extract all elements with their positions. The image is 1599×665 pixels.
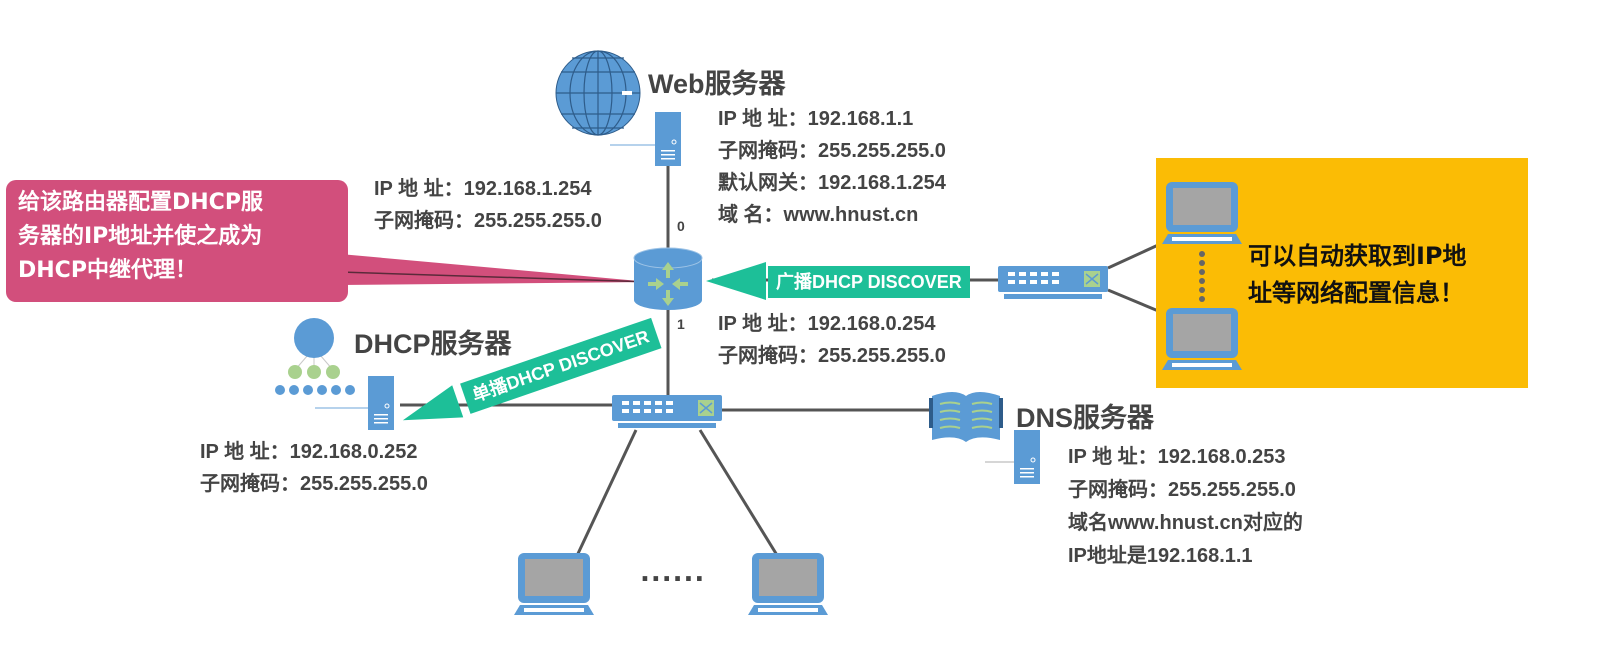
- router-port0-info: IP 地 址：192.168.1.254 子网掩码：255.255.255.0: [374, 173, 602, 237]
- dns-server-title: DNS服务器: [1016, 403, 1155, 433]
- callout-line: 给该路由器配置DHCP服: [18, 190, 263, 215]
- router-relay-callout: 给该路由器配置DHCP服 务器的IP地址并使之成为 DHCP中继代理！: [6, 180, 348, 302]
- unicast-arrow-head: [402, 385, 464, 421]
- switch-icon-right: [997, 265, 1109, 300]
- dns-server-info: IP 地 址：192.168.0.253 子网掩码：255.255.255.0 …: [1068, 441, 1303, 573]
- dns-mask: 子网掩码：255.255.255.0: [1068, 479, 1296, 501]
- port0-mask: 子网掩码：255.255.255.0: [374, 210, 602, 232]
- link-switch-pc3: [573, 429, 638, 561]
- port1-mask: 子网掩码：255.255.255.0: [718, 345, 946, 367]
- port1-ip: IP 地 址：192.168.0.254: [718, 313, 936, 335]
- port-label-1: 1: [677, 316, 685, 332]
- router-port1-info: IP 地 址：192.168.0.254 子网掩码：255.255.255.0: [718, 308, 946, 372]
- web-ip: IP 地 址：192.168.1.1: [718, 108, 914, 130]
- laptop-icon: [748, 553, 828, 615]
- clients-note-line: 址等网络配置信息！: [1248, 279, 1464, 307]
- web-server-info: IP 地 址：192.168.1.1 子网掩码：255.255.255.0 默认…: [718, 103, 946, 231]
- dns-ip: IP 地 址：192.168.0.253: [1068, 446, 1286, 468]
- callout-line: DHCP中继代理！: [18, 258, 197, 283]
- web-gateway: 默认网关：192.168.1.254: [718, 172, 946, 194]
- callout-line: 务器的IP地址并使之成为: [18, 224, 263, 249]
- web-server-icon: [654, 111, 682, 167]
- dhcp-server-info: IP 地 址：192.168.0.252 子网掩码：255.255.255.0: [200, 436, 428, 500]
- web-domain: 域 名：www.hnust.cn: [718, 204, 919, 226]
- link-switch-pc4: [698, 429, 782, 561]
- switch-icon-center: [611, 394, 723, 429]
- dhcp-hierarchy-icon: [275, 318, 355, 395]
- dns-server-icon: [1013, 429, 1041, 485]
- dhcp-server-icon: [367, 375, 395, 431]
- globe-icon: [555, 50, 641, 136]
- hosts-ellipsis: ......: [640, 558, 706, 588]
- book-icon: [929, 392, 1003, 442]
- callout-pointer-line: [339, 271, 651, 283]
- clients-note-line: 可以自动获取到IP地: [1248, 242, 1467, 270]
- web-server-title: Web服务器: [648, 69, 786, 99]
- callout-pointer: [340, 254, 650, 285]
- port0-ip: IP 地 址：192.168.1.254: [374, 178, 592, 200]
- dhcp-ip: IP 地 址：192.168.0.252: [200, 441, 418, 463]
- dns-record-line1: 域名www.hnust.cn对应的: [1068, 512, 1303, 534]
- router-icon: [633, 247, 703, 310]
- dhcp-server-title: DHCP服务器: [354, 329, 512, 359]
- port-label-0: 0: [677, 218, 685, 234]
- dhcp-mask: 子网掩码：255.255.255.0: [200, 473, 428, 495]
- clients-note: 可以自动获取到IP地 址等网络配置信息！: [1248, 238, 1467, 312]
- broadcast-arrow-head: [706, 262, 766, 300]
- web-mask: 子网掩码：255.255.255.0: [718, 140, 946, 162]
- laptop-icon: [514, 553, 594, 615]
- unicast-discover-arrow: 单播DHCP DISCOVER: [397, 310, 682, 437]
- broadcast-discover-label: 广播DHCP DISCOVER: [768, 266, 970, 298]
- dns-record-line2: IP地址是192.168.1.1: [1068, 545, 1253, 567]
